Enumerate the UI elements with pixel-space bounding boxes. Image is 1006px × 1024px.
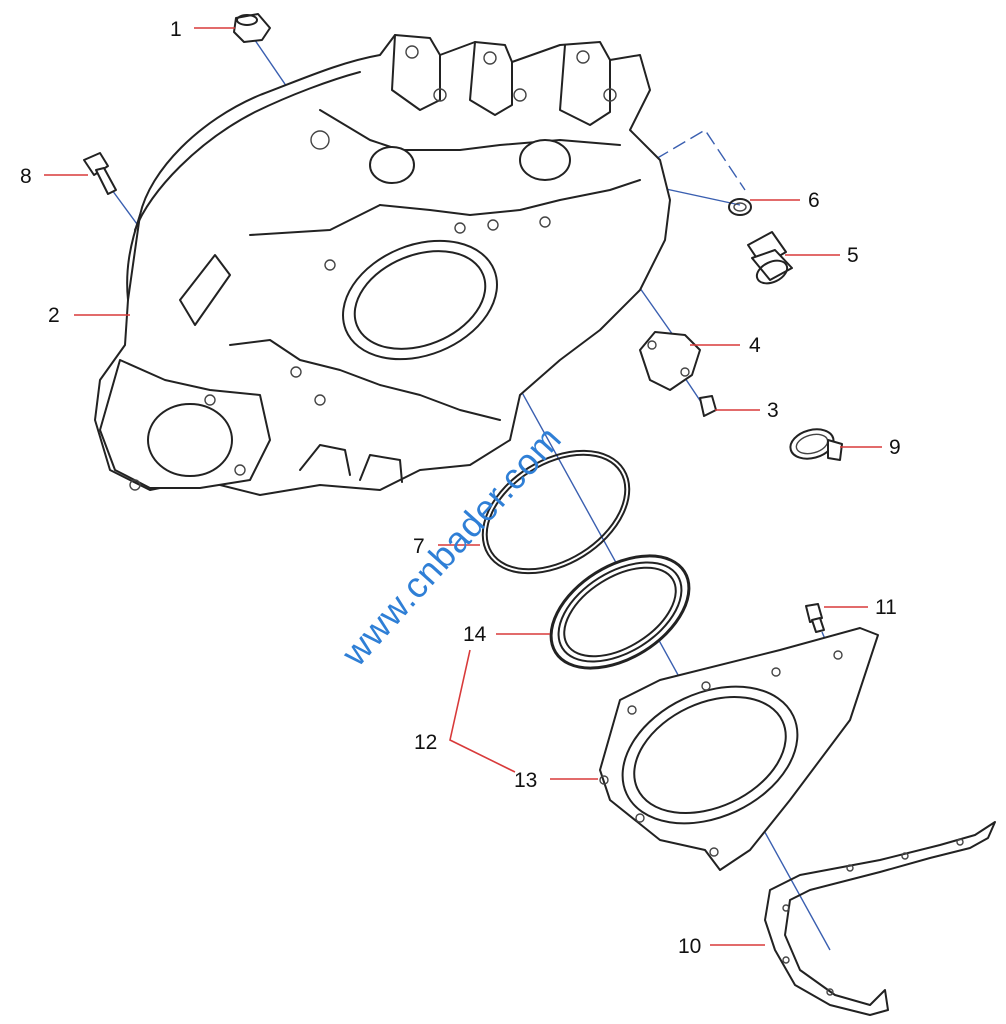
o-ring-part-7 [481,449,631,575]
bolt-part-8 [83,152,117,195]
callout-9: 9 [889,436,901,459]
bolt-part-3 [699,395,717,417]
callout-2: 2 [48,304,60,327]
seal-ring-part-6 [728,198,752,216]
callout-11: 11 [875,596,897,619]
flywheel-housing [94,34,671,496]
callout-13: 13 [514,769,537,792]
callout-7: 7 [413,535,425,558]
callout-3: 3 [767,399,779,422]
clamp-part-9 [789,428,843,461]
callout-6: 6 [808,189,820,212]
oil-seal-part-14 [549,554,691,670]
screw-plug-part-5 [747,231,793,285]
callout-5: 5 [847,244,859,267]
callout-1: 1 [170,18,182,41]
callout-numbers: 1 2 3 4 5 6 7 8 9 10 11 12 13 14 [20,18,901,958]
leader-lines [44,27,882,946]
seal-housing-part-13 [599,627,879,871]
cover-plate-part-4 [639,331,701,391]
callout-4: 4 [749,334,761,357]
callout-8: 8 [20,165,32,188]
plug-part-1 [233,13,271,43]
callout-14: 14 [463,623,487,646]
callout-12: 12 [414,731,437,754]
callout-10: 10 [678,935,701,958]
screw-part-11 [805,603,825,633]
gasket-part-10 [764,821,996,1016]
